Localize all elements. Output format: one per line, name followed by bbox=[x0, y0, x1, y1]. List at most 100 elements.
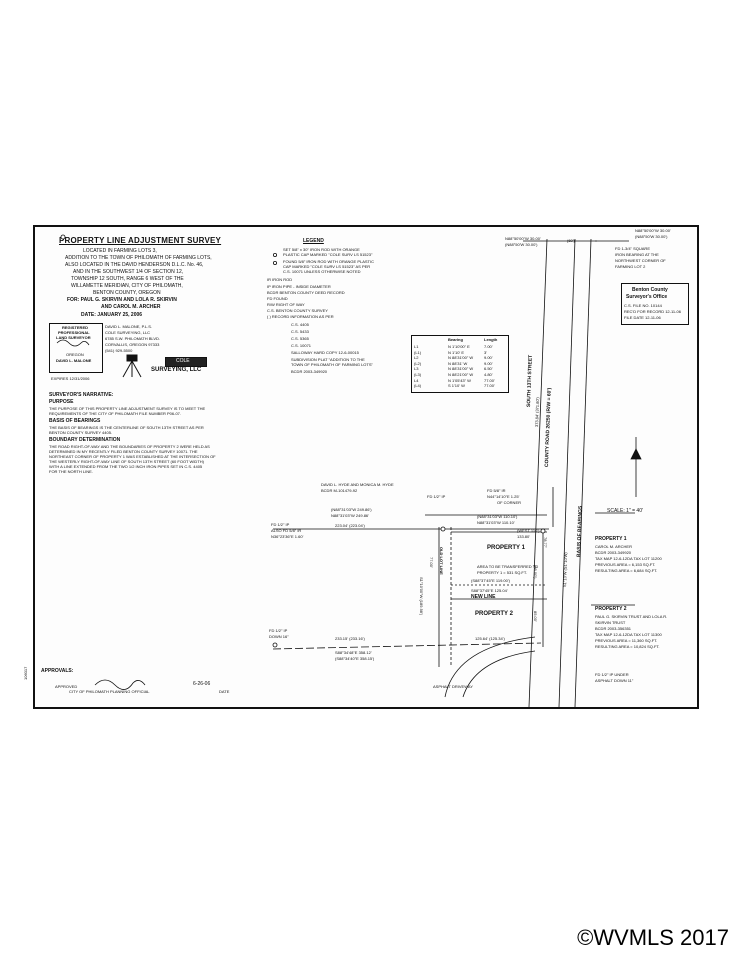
legend-item: C.S. 4405 bbox=[291, 322, 309, 327]
legend-item: C.S. 5433 bbox=[291, 329, 309, 334]
row-width-label: (60') bbox=[567, 238, 575, 243]
adjoiner-deed: BCDR M-101479-92 bbox=[321, 488, 358, 493]
purpose-heading: PURPOSE bbox=[49, 399, 74, 405]
signature-icon bbox=[56, 339, 146, 690]
boundary-text: THE WESTERLY RIGHT-OF-WAY LINE OF SOUTH … bbox=[49, 459, 204, 464]
purpose-text: REQUIREMENTS OF THE CITY OF PHILOMATH FI… bbox=[49, 411, 182, 416]
approved-label: APPROVED bbox=[55, 684, 78, 689]
property-2-owner-heading: PROPERTY 2 bbox=[595, 606, 627, 612]
legend-item: IR IRON ROD bbox=[267, 277, 293, 282]
adjoiner-owner: DAVID L. HYDE AND MONICA M. HYDE bbox=[321, 482, 394, 487]
county-stamp-field: FILE DATE 12-11-06 bbox=[624, 315, 661, 320]
bearings-text: THE BASIS OF BEARINGS IS THE CENTERLINE … bbox=[49, 425, 204, 430]
line-table-cell: (L2) bbox=[414, 360, 422, 366]
owner-line: CAROL M. ARCHER bbox=[595, 544, 632, 549]
firm-line: CORVALLIS, OREGON 97333 bbox=[105, 342, 160, 347]
approvals-heading: APPROVALS: bbox=[41, 668, 74, 674]
copyright-watermark: ©WVMLS 2017 bbox=[577, 925, 729, 950]
legend-item: IP IRON PIPE - INSIDE DIAMETER bbox=[267, 284, 331, 289]
legend-item: PLASTIC CAP MARKED "COLE SURV LS 51523" bbox=[283, 252, 373, 257]
found-pipe-se-depth: ASPHALT DOWN 11" bbox=[595, 678, 634, 683]
ne-line-record: (N88°50'W 30.00') bbox=[635, 234, 668, 239]
legend-heading: LEGEND bbox=[303, 238, 324, 244]
boundary-text: THE ROAD RIGHT-OF-WAY AND THE BOUNDARIES… bbox=[49, 444, 210, 449]
legend-item: BCDR 2003-349920 bbox=[291, 369, 328, 374]
found-square-label: FD 1-3/4" SQUARE bbox=[615, 246, 650, 251]
legend-item: ( ) RECORD INFORMATION AS PER bbox=[267, 314, 334, 319]
north-bearing: N88°31'03"W 249.86' bbox=[331, 513, 369, 518]
found-pipe-label: FD 1/2" IP bbox=[427, 494, 446, 499]
north-arrow-icon bbox=[630, 437, 642, 497]
legend-item: R/W RIGHT OF WAY bbox=[267, 302, 305, 307]
firm-line: (541) 929-5500 bbox=[105, 348, 133, 353]
line-table-cell: N 88'21'00" W bbox=[448, 372, 474, 377]
legend-item: TOWN OF PHILOMATH OF FARMING LOTS" bbox=[291, 362, 373, 367]
line-table-cell: N 88'31'00" W bbox=[448, 366, 474, 372]
surveyor-stamp: REGISTERED PROFESSIONAL LAND SURVEYOR OR… bbox=[49, 323, 103, 373]
line-table-cell: L1 bbox=[414, 344, 419, 349]
asphalt-driveway-label: ASPHALT DRIVEWAY bbox=[433, 684, 473, 689]
found-pipe-west: FD 1/2" IP bbox=[271, 522, 290, 527]
stamp-professional: PROFESSIONAL bbox=[58, 330, 90, 335]
line-table-cell: N 88'31' W bbox=[448, 360, 468, 366]
logo-text-bottom: SURVEYING, LLC bbox=[151, 367, 202, 373]
east-side-distance: 78.77' bbox=[543, 537, 548, 548]
transfer-area-value: PROPERTY 1 = 531 SQ.FT. bbox=[477, 570, 527, 575]
boundary-text: NORTHEAST CORNER OF PROPERTY 1 WAS ESTAB… bbox=[49, 454, 216, 459]
approval-date: 6-26-06 bbox=[193, 681, 211, 687]
client-line: FOR: PAUL G. SKIRVIN AND LOLA R. SKIRVIN bbox=[67, 297, 177, 303]
county-stamp-field: REC'D FOR RECORD 12-11-06 bbox=[624, 309, 681, 314]
legend-item: FD FOUND bbox=[267, 296, 288, 301]
legend-item: C.S. BENTON COUNTY SURVEY bbox=[267, 308, 328, 313]
line-table-cell: 9.00' bbox=[484, 360, 493, 366]
boundary-text: FOR THE NORTH LINE. bbox=[49, 469, 93, 474]
legend-item: BCDR BENTON COUNTY DEED RECORD bbox=[267, 290, 345, 295]
south-distance-east: 125.64' (125.34') bbox=[475, 636, 505, 641]
ne-line-label: N88°50'00"W 30.00' bbox=[635, 228, 671, 233]
found-rod-west: ALSO FD 5/8" IR bbox=[271, 528, 302, 533]
line-table-cell: 77.00' bbox=[484, 377, 495, 383]
line-table-cell: L4 bbox=[414, 377, 419, 383]
firm-line: DAVID L. MALONE, P.L.S. bbox=[105, 324, 152, 329]
location-line: AND IN THE SOUTHWEST 1/4 OF SECTION 12, bbox=[73, 269, 184, 275]
line-table-cell: 4.80' bbox=[484, 372, 493, 377]
legend-item: FOUND 5/8" IRON ROD WITH ORANGE PLASTIC bbox=[283, 259, 374, 264]
survey-title: PROPERTY LINE ADJUSTMENT SURVEY bbox=[59, 236, 222, 245]
found-pipe-sw-depth: DOWN 16" bbox=[269, 634, 289, 639]
firm-logo: COLE bbox=[165, 357, 207, 367]
line-table-header: Bearing bbox=[448, 337, 463, 342]
property-2-label: PROPERTY 2 bbox=[475, 611, 513, 617]
north-line-label: N88°50'00"W 30.00' bbox=[505, 236, 541, 241]
legend-item: SET 5/8" x 30" IRON ROD WITH ORANGE bbox=[283, 247, 360, 252]
owner-line: PAUL G. SKIRVIN TRUST AND LOLA R. bbox=[595, 614, 668, 619]
new-line-label: NEW LINE bbox=[471, 594, 496, 600]
client-line-2: AND CAROL M. ARCHER bbox=[101, 304, 161, 310]
boundary-heading: BOUNDARY DETERMINATION bbox=[49, 437, 121, 443]
stamp-registered: REGISTERED bbox=[62, 325, 89, 330]
legend-item: CAP MARKED "COLE SURV LS 51523" AS PER bbox=[283, 264, 371, 269]
owner-line: PREVIOUS AREA = 6,153 SQ.FT. bbox=[595, 562, 656, 567]
found-rod-offset: N44°14'10"E 1.25' bbox=[487, 494, 520, 499]
line-table-cell: 9.00' bbox=[484, 355, 493, 361]
bearings-text: BENTON COUNTY SURVEY 4405. bbox=[49, 430, 113, 435]
old-lot-line-label: OLD LOT LINE bbox=[439, 547, 444, 575]
found-rod-west-offset: N36°23'36"E 1.60' bbox=[271, 534, 304, 539]
line-table-cell: N 1'05'43" W bbox=[448, 377, 471, 383]
location-line: WILLAMETTE MERIDIAN, CITY OF PHILOMATH, bbox=[71, 283, 183, 289]
prop1-north-dist-record: (WEST 110') bbox=[517, 528, 540, 533]
south-bearing-record: (S88°34'40"E 358.15') bbox=[335, 656, 375, 661]
location-line: LOCATED IN FARMING LOTS 3, bbox=[83, 248, 157, 254]
east-side-record: (86.00') bbox=[533, 565, 538, 579]
line-table-cell: L2 bbox=[414, 355, 419, 361]
found-rod-label: FD 5/8" IR bbox=[487, 488, 506, 493]
survey-map-drawing bbox=[56, 234, 642, 707]
location-line: BENTON COUNTY, OREGON bbox=[93, 290, 161, 296]
tripod-icon bbox=[122, 354, 142, 378]
stamp-state: OREGON bbox=[66, 352, 84, 357]
survey-date: DATE: JANUARY 25, 2006 bbox=[81, 312, 143, 318]
line-table-cell: S 1'10' W bbox=[448, 383, 465, 389]
found-pipe-se: FD 1/2" IP UNDER bbox=[595, 672, 629, 677]
prop1-north-bearing: N88°31'03"W 110.10' bbox=[477, 520, 515, 525]
north-line-record: (N88°50'W 30.00') bbox=[505, 242, 538, 247]
